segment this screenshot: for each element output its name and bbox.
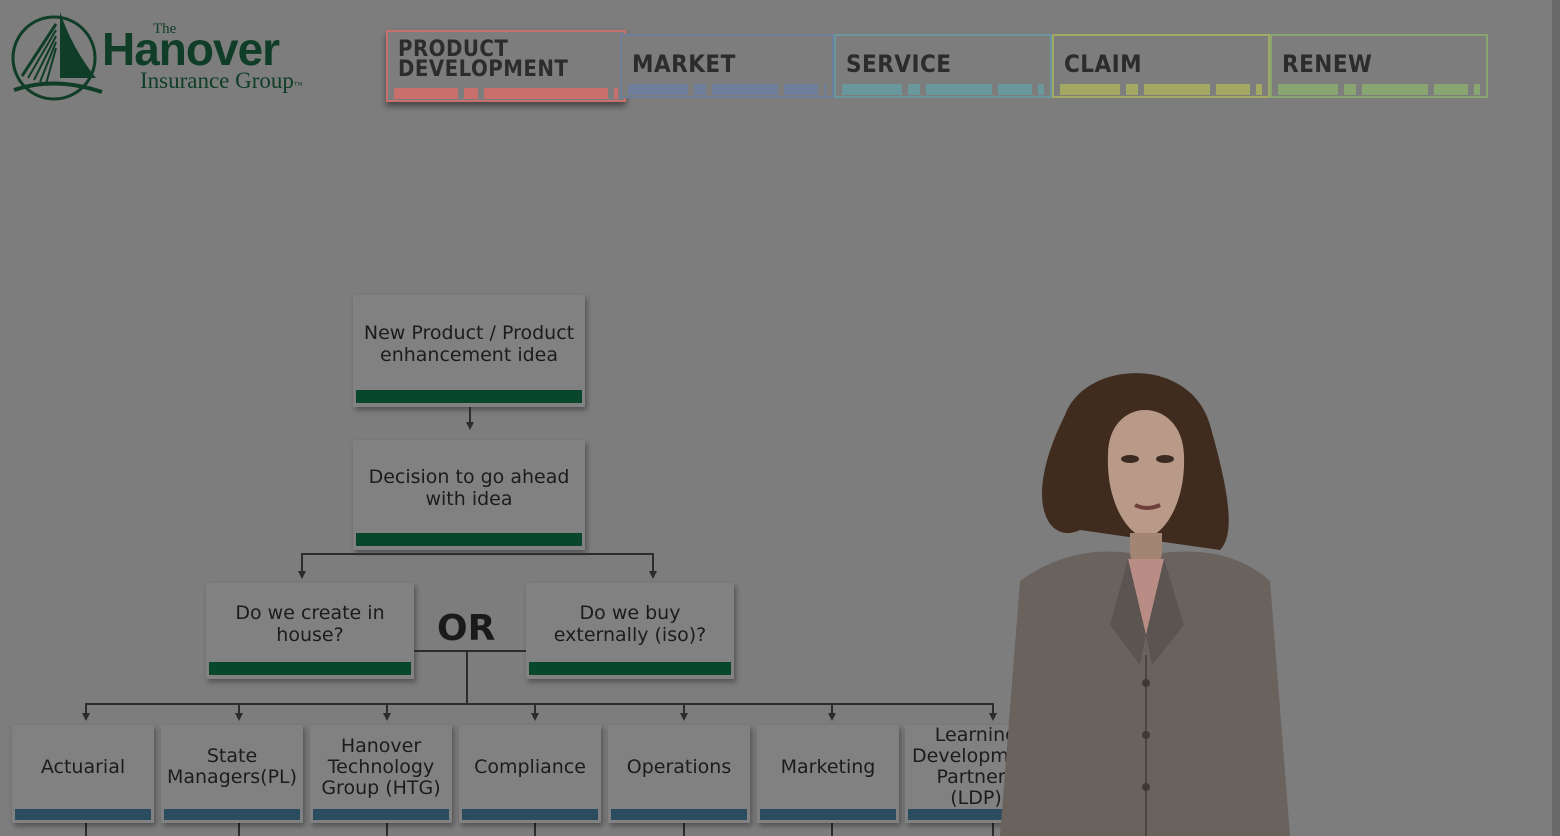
box-bar (356, 390, 582, 403)
connector-line (85, 703, 87, 715)
box-bar (908, 809, 1044, 820)
arrow-down-icon (466, 422, 474, 430)
box-bar (760, 809, 896, 820)
connector-line (683, 823, 685, 836)
idea-text: New Product / Product enhancement idea (363, 322, 575, 366)
connector-line (992, 823, 994, 836)
connector-line (534, 823, 536, 836)
box-bar (462, 809, 598, 820)
hanover-logo: The Hanover Insurance Group™ (8, 6, 338, 102)
tab-product-development[interactable]: PRODUCT DEVELOPMENT (386, 30, 626, 102)
connector-line (238, 703, 240, 715)
connector-line (386, 703, 388, 715)
connector-line (85, 823, 87, 836)
connector-line (652, 553, 654, 573)
box-bar (529, 662, 731, 675)
arrow-down-icon (989, 713, 997, 721)
connector-line (466, 650, 468, 704)
idea-box: New Product / Product enhancement idea (353, 295, 585, 407)
logo-name-text: Hanover (102, 23, 280, 75)
arrow-down-icon (82, 713, 90, 721)
tab-label: RENEW (1282, 50, 1373, 78)
connector-line (238, 823, 240, 836)
department-box-htg: Hanover Technology Group (HTG) (310, 725, 452, 823)
tab-service[interactable]: SERVICE (834, 34, 1052, 98)
or-label: OR (437, 608, 496, 649)
department-box-compliance: Compliance (459, 725, 601, 823)
connector-line (683, 703, 685, 715)
connector-line (534, 703, 536, 715)
tab-claim[interactable]: CLAIM (1052, 34, 1270, 98)
tab-market[interactable]: MARKET (620, 34, 834, 98)
arrow-down-icon (649, 571, 657, 579)
create-in-house-box: Do we create in house? (206, 583, 414, 679)
decision-text: Decision to go ahead with idea (368, 466, 570, 510)
connector-line (831, 703, 833, 715)
tab-label: SERVICE (846, 50, 952, 78)
connector-line (301, 553, 303, 573)
connector-line (414, 650, 526, 652)
presenter-video (1000, 373, 1290, 836)
box-bar (209, 662, 411, 675)
department-text: Hanover Technology Group (HTG) (321, 734, 441, 799)
logo-the-text: The (153, 21, 177, 37)
box-bar (313, 809, 449, 820)
department-box-state-managers: State Managers(PL) (161, 725, 303, 823)
create-text: Do we create in house? (235, 602, 385, 646)
tab-label: MARKET (632, 50, 736, 78)
department-box-operations: Operations (608, 725, 750, 823)
buy-externally-box: Do we buy externally (iso)? (526, 583, 734, 679)
department-text: Marketing (780, 755, 876, 778)
department-text: State Managers(PL) (166, 745, 298, 788)
connector-line (831, 823, 833, 836)
box-bar (356, 533, 582, 546)
arrow-down-icon (828, 713, 836, 721)
connector-line (386, 823, 388, 836)
tab-renew[interactable]: RENEW (1270, 34, 1488, 98)
arrow-down-icon (235, 713, 243, 721)
arrow-down-icon (298, 571, 306, 579)
buy-text: Do we buy externally (iso)? (553, 602, 707, 646)
connector-line (301, 553, 654, 555)
department-text: Learning Development Partners (LDP) (912, 724, 1040, 809)
arrow-down-icon (680, 713, 688, 721)
hanover-sail-logo-icon (11, 12, 103, 101)
box-bar (15, 809, 151, 820)
box-bar (611, 809, 747, 820)
department-text: Actuarial (40, 755, 126, 778)
arrow-down-icon (383, 713, 391, 721)
department-box-marketing: Marketing (757, 725, 899, 823)
box-bar (164, 809, 300, 820)
arrow-down-icon (531, 713, 539, 721)
connector-line (992, 703, 994, 715)
department-text: Operations (626, 755, 732, 778)
tab-label: PRODUCT DEVELOPMENT (398, 37, 569, 82)
tab-label: CLAIM (1064, 50, 1143, 78)
department-box-actuarial: Actuarial (12, 725, 154, 823)
logo-sub-text: Insurance Group™ (140, 68, 303, 93)
decision-box: Decision to go ahead with idea (353, 440, 585, 550)
department-text: Compliance (474, 755, 586, 778)
scrollbar-edge (1552, 0, 1560, 836)
connector-line (469, 407, 471, 423)
connector-line (85, 703, 994, 705)
